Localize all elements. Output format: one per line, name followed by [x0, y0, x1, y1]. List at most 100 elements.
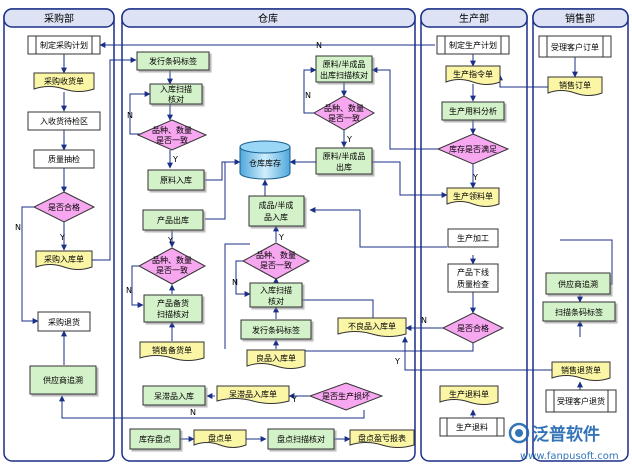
node-purchase-return[interactable]: 采购退货: [37, 311, 91, 332]
label-prod-pick-doc: 生产领料单: [453, 191, 493, 201]
label-inbound-scan-2: 入库扫描: [260, 285, 292, 295]
label-check-match-2b: 是否一致: [328, 113, 360, 123]
label-count-report: 盘点盈亏报表: [358, 433, 406, 443]
node-make-purchase-plan[interactable]: 制定采购计划: [27, 35, 101, 55]
node-count-sheet[interactable]: 盘点单: [193, 429, 247, 448]
node-rawfg-out[interactable]: 原料/半成品 出库: [315, 147, 373, 175]
label-issue-barcode: 发行条码标签: [149, 56, 197, 66]
node-inbound-scan-1[interactable]: 入库扫描 核对: [149, 83, 203, 105]
node-check-match-3[interactable]: 品种、数量 是否一致: [137, 247, 207, 285]
node-accept-return[interactable]: 受理客户退货: [545, 389, 617, 413]
node-stock-count[interactable]: 库存盘点: [129, 428, 181, 450]
label-check-match-3b: 是否一致: [156, 265, 188, 275]
node-scrap-inbound-doc[interactable]: 呆滞品入库单: [216, 385, 290, 404]
label-defect-inbound-doc: 不良品入库单: [348, 321, 396, 331]
label-y-3: Y: [346, 135, 352, 144]
node-scan-barcode[interactable]: 扫描条码标签: [542, 301, 616, 322]
label-product-pick-1: 产品备货: [157, 298, 189, 308]
node-fg-inbound[interactable]: 成品/半成 品入库: [248, 195, 305, 227]
label-y-6: Y: [472, 173, 478, 182]
node-material-inbound[interactable]: 原料入库: [147, 169, 205, 191]
node-accept-order[interactable]: 受理客户订单: [538, 35, 612, 58]
label-stock-enough: 库存是否满足: [449, 144, 497, 154]
node-receive-pending-area[interactable]: 入收货待检区: [27, 111, 101, 131]
label-quality-sampling: 质量抽检: [48, 154, 80, 164]
lane-title-warehouse: 仓库: [258, 12, 278, 25]
node-warehouse-stock[interactable]: 仓库库存: [239, 140, 291, 180]
node-sales-pick-doc[interactable]: 销售备货单: [139, 341, 205, 361]
label-make-prod-plan: 制定生产计划: [449, 40, 497, 50]
node-prod-return[interactable]: 生产退料: [439, 417, 505, 437]
label-product-outbound: 产品出库: [157, 215, 189, 225]
node-is-qualified-production[interactable]: 是否合格: [441, 312, 505, 344]
label-prod-return-doc: 生产退料单: [449, 389, 489, 399]
node-count-scan[interactable]: 盘点扫描核对: [267, 428, 335, 450]
node-check-match-1[interactable]: 品种、数量 是否一致: [136, 119, 208, 151]
node-supplier-trace-sales[interactable]: 供应商追溯: [545, 272, 611, 295]
label-warehouse-stock: 仓库库存: [249, 158, 281, 168]
node-quality-sampling[interactable]: 质量抽检: [33, 149, 95, 169]
node-defect-inbound-doc[interactable]: 不良品入库单: [337, 317, 407, 337]
node-rawfg-out-scan[interactable]: 原料/半成品 出库扫描核对: [315, 55, 373, 83]
node-product-outbound[interactable]: 产品出库: [142, 209, 204, 231]
node-prod-material-analysis[interactable]: 生产用料分析: [441, 101, 505, 121]
node-purchase-inbound-doc[interactable]: 采购入库单: [35, 250, 93, 270]
watermark-url: www.fanpusoft.com: [520, 451, 619, 462]
label-check-match-1a: 品种、数量: [152, 125, 192, 135]
node-purchase-receipt[interactable]: 采购收货单: [33, 72, 95, 92]
node-product-pick[interactable]: 产品备货 扫描核对: [143, 294, 203, 323]
label-rawfg-out-1: 原料/半成品: [323, 151, 366, 161]
node-check-match-2[interactable]: 品种、数量 是否一致: [312, 95, 376, 131]
label-accept-return: 受理客户退货: [557, 396, 605, 406]
label-is-production-loss: 是否生产损坏: [322, 391, 370, 401]
label-rawfg-out-2: 出库: [336, 162, 352, 172]
label-inbound-scan-1: 入库扫描: [160, 84, 192, 94]
label-n-2: N: [15, 223, 21, 232]
node-sales-order[interactable]: 销售订单: [547, 76, 603, 96]
node-count-report[interactable]: 盘点盈亏报表: [349, 429, 415, 448]
label-is-qualified-production: 是否合格: [457, 323, 489, 333]
label-stock-count: 库存盘点: [139, 434, 171, 444]
label-check-match-2a: 品种、数量: [324, 103, 364, 113]
node-is-qualified-purchase[interactable]: 是否合格: [32, 191, 96, 223]
label-y-5: Y: [278, 233, 284, 242]
label-scrap-inbound: 呆滞品入库: [154, 391, 194, 401]
lane-title-sales: 销售部: [565, 12, 595, 25]
label-check-match-4a: 品种、数量: [256, 250, 296, 260]
label-check-match-1b: 是否一致: [156, 135, 188, 145]
label-check-match-4b: 是否一致: [260, 260, 292, 270]
node-prod-pick-doc[interactable]: 生产领料单: [446, 187, 500, 207]
yn-labels: N Y N N Y N Y Y N Y N Y N Y Y N: [15, 41, 478, 417]
node-stock-enough[interactable]: 库存是否满足: [436, 133, 510, 165]
label-prod-material-analysis: 生产用料分析: [449, 106, 497, 116]
node-check-match-4[interactable]: 品种、数量 是否一致: [241, 242, 311, 280]
label-rawfg-scan-2: 出库扫描核对: [320, 70, 368, 80]
label-receive-pending-area: 入收货待检区: [40, 116, 88, 126]
label-fg-inbound-2: 品入库: [264, 212, 288, 222]
node-sales-return-doc[interactable]: 销售退货单: [551, 361, 611, 381]
lane-title-purchase: 采购部: [44, 12, 74, 25]
label-is-qualified-purchase: 是否合格: [48, 202, 80, 212]
node-issue-barcode-2[interactable]: 发行条码标签: [240, 319, 312, 340]
label-scan-barcode: 扫描条码标签: [555, 307, 603, 317]
label-purchase-return: 采购退货: [48, 317, 80, 327]
node-is-production-loss[interactable]: 是否生产损坏: [308, 382, 384, 411]
node-prod-order[interactable]: 生产指令单: [445, 65, 501, 85]
node-good-inbound-doc[interactable]: 良品入库单: [246, 349, 306, 369]
node-prod-return-doc[interactable]: 生产退料单: [439, 385, 499, 405]
label-y-7: Y: [394, 357, 400, 366]
node-inbound-scan-2[interactable]: 入库扫描 核对: [249, 282, 303, 308]
node-supplier-trace-purchase[interactable]: 供应商追溯: [29, 365, 97, 395]
label-n-3: N: [127, 111, 133, 120]
node-make-prod-plan[interactable]: 制定生产计划: [436, 35, 510, 55]
label-y-4: Y: [167, 236, 173, 245]
node-prod-process[interactable]: 生产加工: [447, 228, 499, 248]
node-fg-quality[interactable]: 产品下线 质量检查: [447, 263, 499, 293]
label-make-purchase-plan: 制定采购计划: [40, 40, 88, 50]
node-issue-barcode[interactable]: 发行条码标签: [136, 51, 210, 71]
label-n-1: N: [316, 41, 322, 50]
node-scrap-inbound[interactable]: 呆滞品入库: [142, 385, 206, 406]
label-material-inbound: 原料入库: [160, 175, 192, 185]
label-count-scan: 盘点扫描核对: [277, 434, 325, 444]
label-sales-return-doc: 销售退货单: [561, 365, 601, 375]
